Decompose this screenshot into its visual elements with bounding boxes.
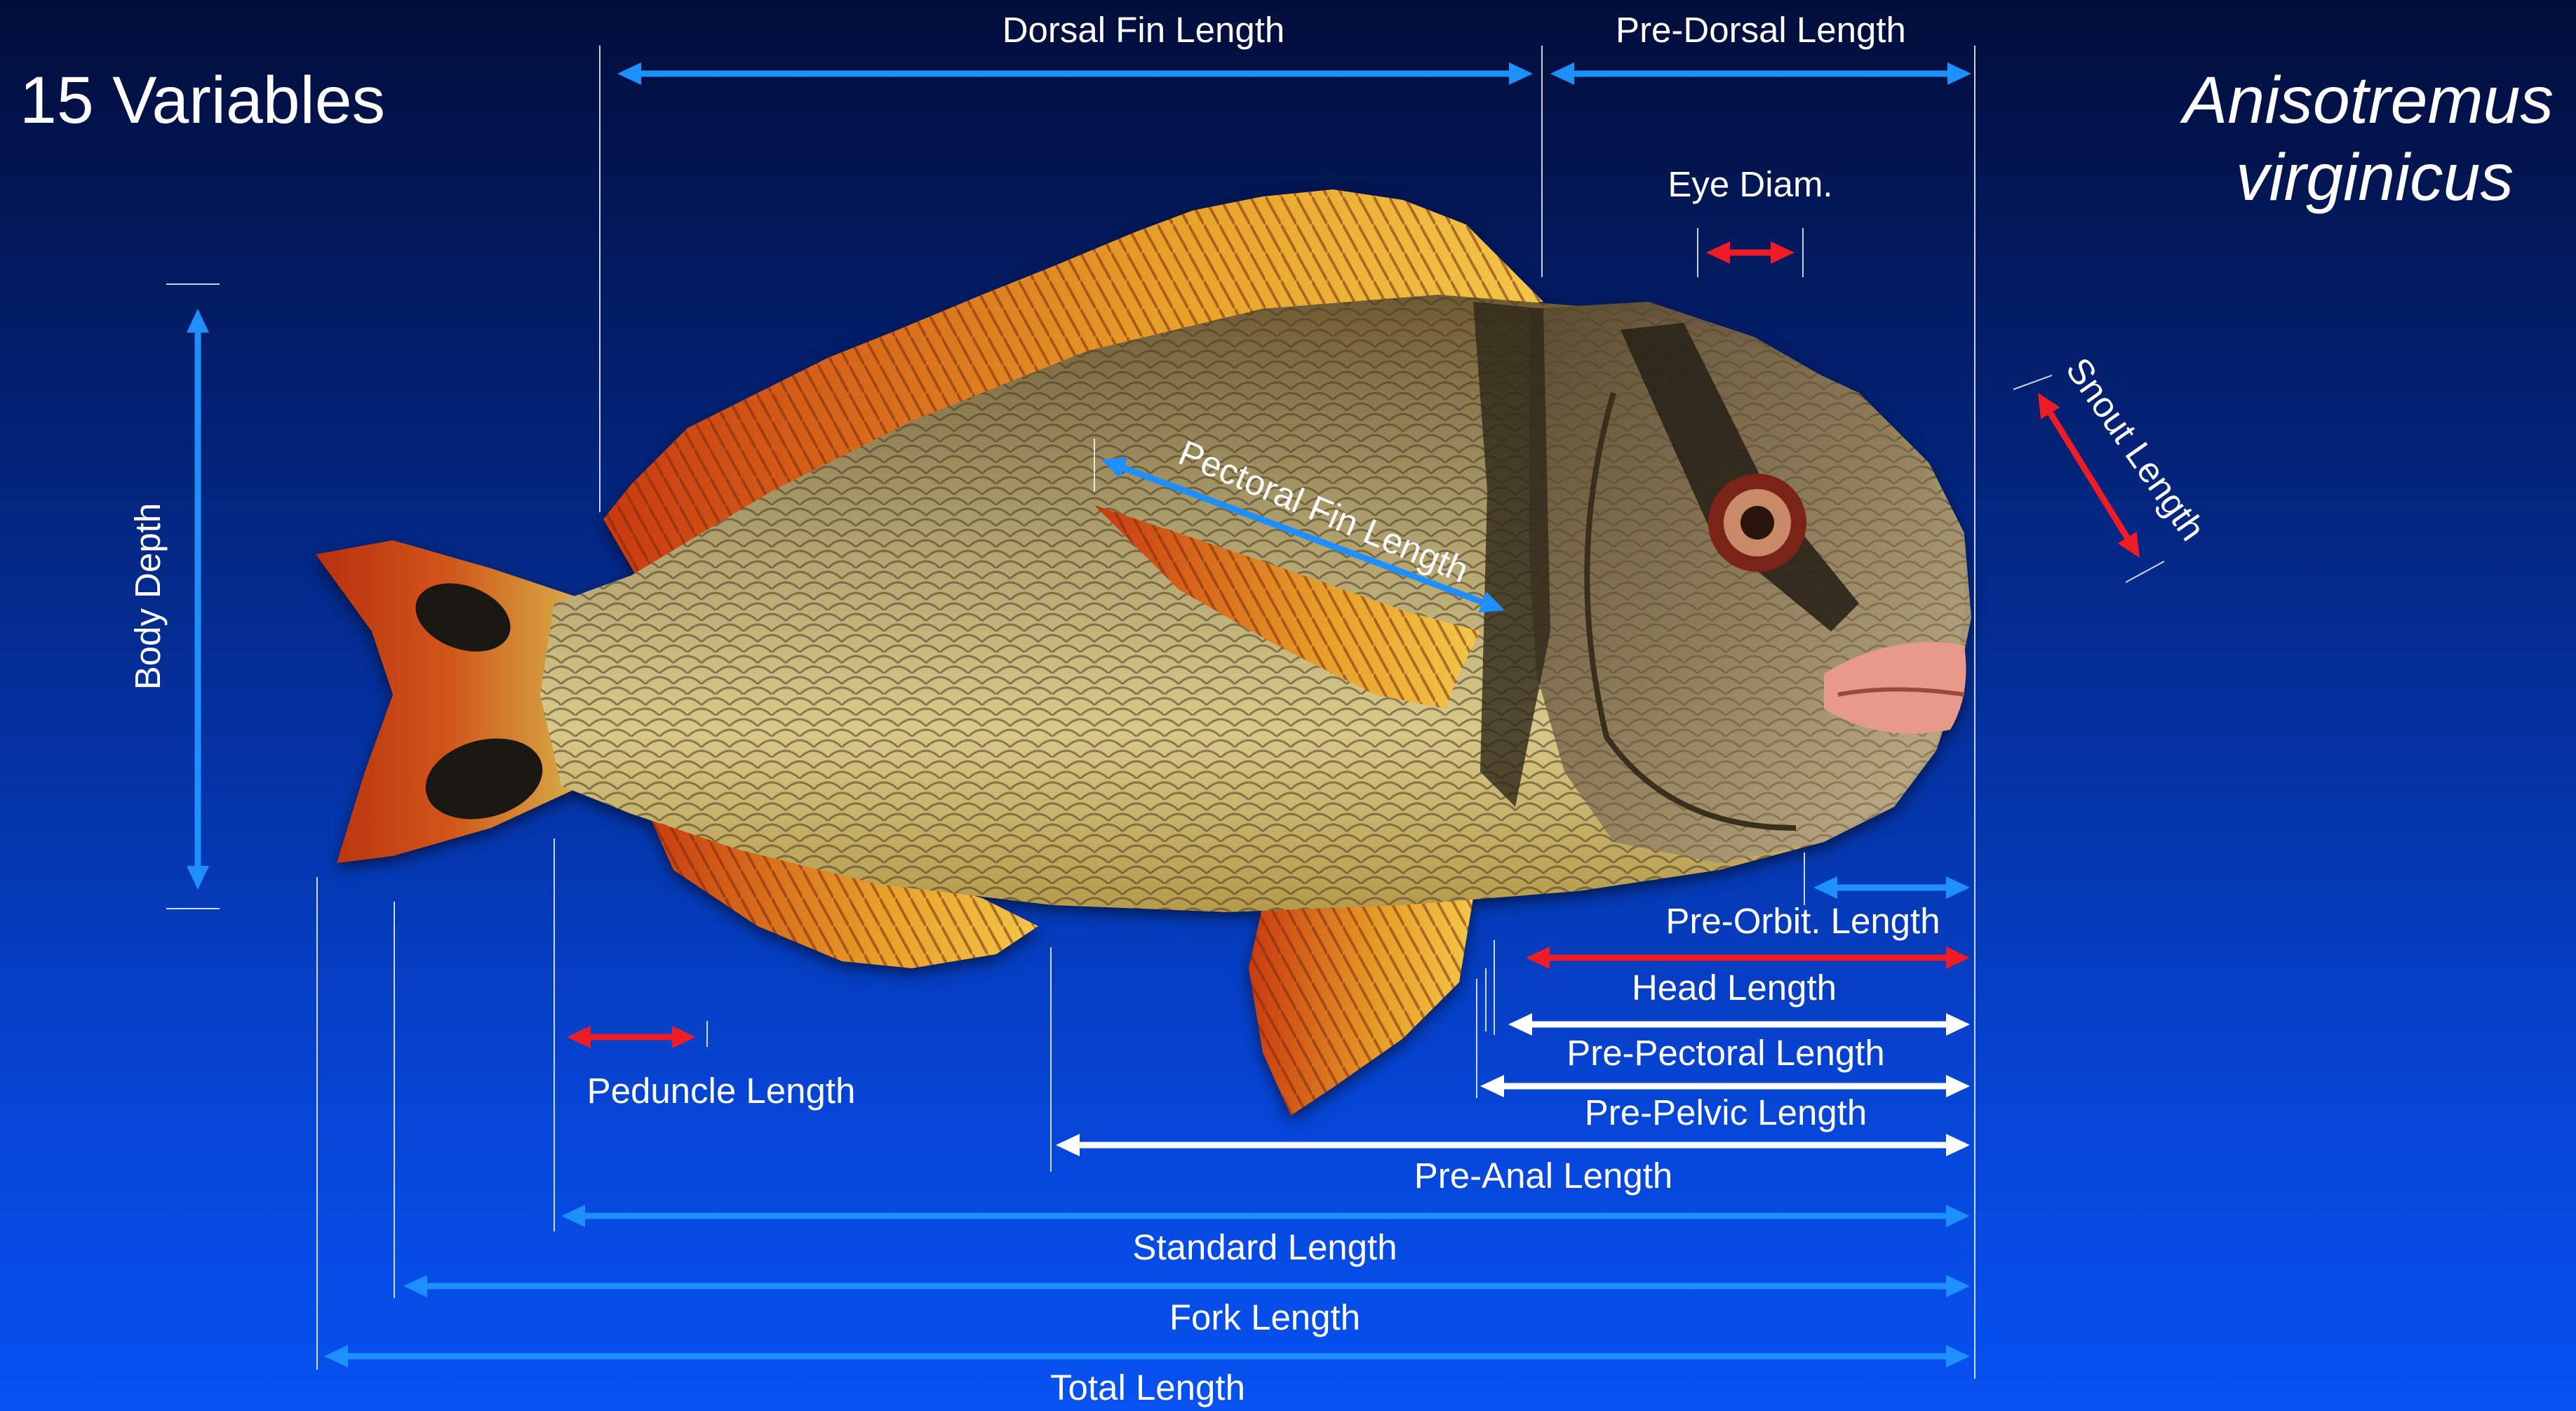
- label-pre-pectoral-length: Pre-Pectoral Length: [1567, 1033, 1885, 1073]
- standard-length-arrow: [561, 1205, 1970, 1227]
- pre-orbit-length-arrow: [1813, 876, 1970, 899]
- pre-dorsal-length-arrow: [1550, 62, 1971, 85]
- label-standard-length: Standard Length: [1132, 1227, 1397, 1267]
- label-pre-pelvic-length: Pre-Pelvic Length: [1585, 1092, 1867, 1132]
- label-head-length: Head Length: [1632, 968, 1837, 1008]
- label-peduncle-length: Peduncle Length: [587, 1071, 856, 1111]
- label-snout-length: Snout Length: [2058, 350, 2213, 547]
- label-body-depth: Body Depth: [128, 503, 168, 690]
- fork-length-arrow: [403, 1275, 1970, 1297]
- pre-anal-length-arrow: [1056, 1134, 1970, 1156]
- label-eye-diameter: Eye Diam.: [1668, 164, 1832, 204]
- label-pre-anal-length: Pre-Anal Length: [1414, 1156, 1673, 1196]
- label-total-length: Total Length: [1050, 1367, 1245, 1407]
- head-length-arrow: [1526, 947, 1970, 969]
- snout-ref-lower-line: [2126, 561, 2164, 582]
- species-name-epithet: virginicus: [2236, 140, 2514, 215]
- body-depth-arrow: [187, 309, 209, 890]
- label-pre-orbit-length: Pre-Orbit. Length: [1665, 901, 1940, 941]
- snout-ref-upper-line: [2013, 375, 2052, 389]
- label-fork-length: Fork Length: [1169, 1297, 1360, 1337]
- total-length-arrow: [324, 1345, 1970, 1367]
- eye-diameter-arrow: [1706, 241, 1795, 264]
- label-dorsal-fin-length: Dorsal Fin Length: [1002, 10, 1285, 50]
- species-name-genus: Anisotremus: [2180, 63, 2554, 138]
- diagram-title: 15 Variables: [20, 63, 385, 138]
- label-pre-dorsal-length: Pre-Dorsal Length: [1616, 10, 1906, 50]
- peduncle-length-arrow: [567, 1026, 696, 1048]
- dorsal-fin-length-arrow: [617, 62, 1533, 85]
